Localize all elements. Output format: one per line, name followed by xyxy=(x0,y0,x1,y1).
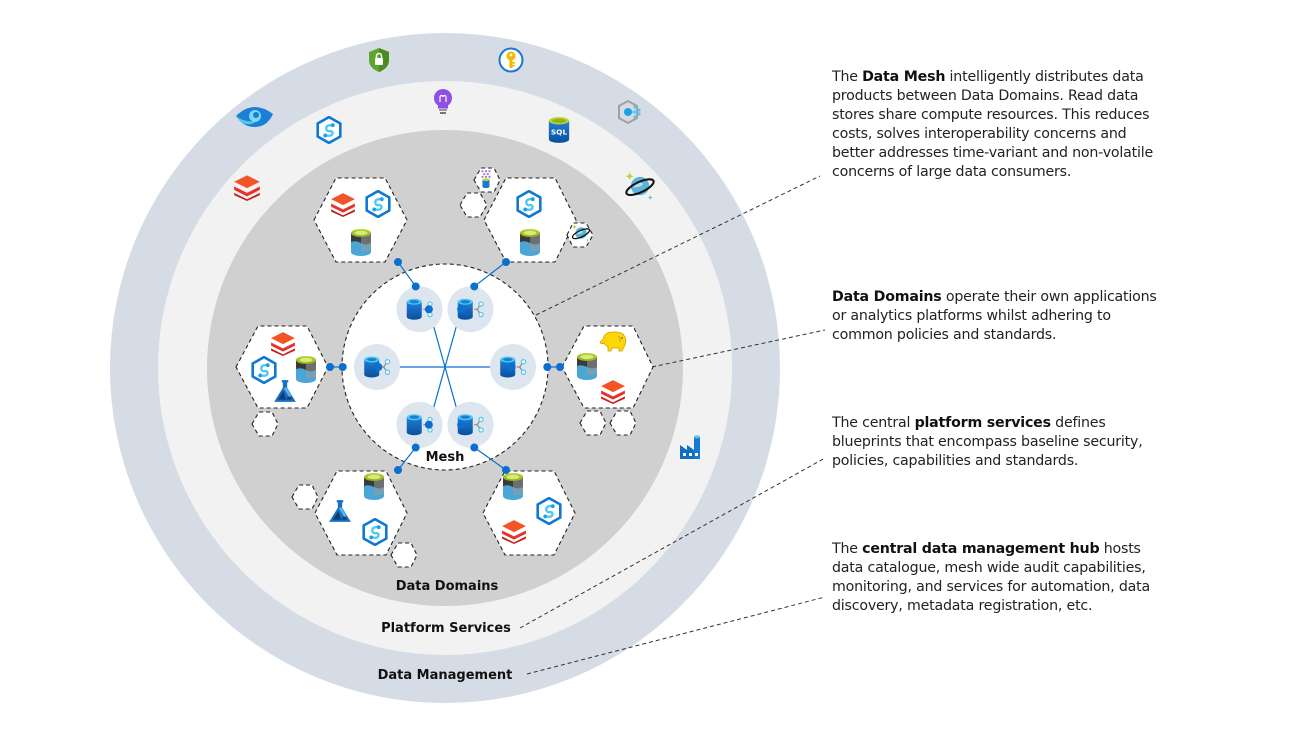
desc-body: defines blueprints that encompass baseli… xyxy=(832,415,1143,469)
leader-line-platform xyxy=(519,457,826,629)
connection-dot xyxy=(411,443,420,452)
connection-dot xyxy=(502,466,510,474)
mesh-nodes xyxy=(326,258,564,474)
connection-dot xyxy=(411,282,420,291)
mesh-domain-link xyxy=(473,447,507,471)
data-lake-storage-icon xyxy=(520,229,540,256)
mesh-domain-link xyxy=(397,447,417,471)
desc-body: operate their own applications or analyt… xyxy=(832,289,1157,343)
azure-synapse-icon xyxy=(316,116,342,144)
description-data-management: The central data management hub hosts da… xyxy=(832,540,1162,616)
data-lake-storage-icon xyxy=(351,229,371,256)
satellite-hex xyxy=(251,411,279,437)
connection-dot xyxy=(507,363,516,371)
connection-dot xyxy=(424,305,433,314)
connection-dot xyxy=(457,305,466,314)
connection-dot xyxy=(470,282,479,291)
satellite-hex xyxy=(609,410,637,436)
connection-dot xyxy=(543,363,552,371)
connection-dot xyxy=(424,420,433,429)
satellite-hex xyxy=(459,192,488,218)
data-lake-storage-icon xyxy=(364,473,384,500)
connection-dot xyxy=(470,443,479,452)
azure-key-vault-icon xyxy=(498,47,524,73)
leader-line-domains xyxy=(651,329,826,368)
satellite-hex xyxy=(579,410,607,436)
data-lake-storage-icon xyxy=(296,356,316,383)
leader-line-management xyxy=(526,596,826,675)
desc-bold: central data management hub xyxy=(862,541,1100,557)
data-management-label: Data Management xyxy=(378,668,513,683)
desc-bold: platform services xyxy=(914,415,1051,431)
data-lake-storage-icon xyxy=(577,353,597,380)
desc-body: intelligently distributes data products … xyxy=(832,69,1154,180)
synapse-icon xyxy=(251,356,277,384)
synapse-icon xyxy=(365,190,391,218)
connection-dot xyxy=(338,363,347,371)
connection-dot xyxy=(394,466,402,474)
connection-dot xyxy=(326,363,334,371)
connection-dot xyxy=(394,258,402,266)
desc-bold: Data Domains xyxy=(832,289,942,305)
connection-dot xyxy=(556,363,564,371)
synapse-icon xyxy=(362,518,388,546)
desc-prefix: The central xyxy=(832,415,915,431)
mesh-domain-link xyxy=(397,261,417,287)
mesh-label: Mesh xyxy=(426,450,465,465)
leader-line-mesh xyxy=(535,175,821,316)
connection-dot xyxy=(502,258,510,266)
desc-prefix: The xyxy=(832,69,863,85)
desc-prefix: The xyxy=(832,541,863,557)
mesh-domain-link xyxy=(473,261,507,287)
platform-services-label: Platform Services xyxy=(381,621,511,636)
connection-dot xyxy=(374,363,383,371)
satellite-hex xyxy=(291,484,319,510)
synapse-icon xyxy=(516,190,542,218)
description-data-mesh: The Data Mesh intelligently distributes … xyxy=(832,68,1162,182)
data-domains-label: Data Domains xyxy=(396,579,499,594)
desc-bold: Data Mesh xyxy=(862,69,946,85)
domain-top-right xyxy=(459,167,594,263)
description-platform-services: The central platform services defines bl… xyxy=(832,414,1162,471)
azure-sql-icon xyxy=(548,117,570,143)
synapse-icon xyxy=(536,497,562,525)
description-data-domains: Data Domains operate their own applicati… xyxy=(832,288,1162,345)
satellite-hex xyxy=(390,542,418,568)
desc-body: hosts data catalogue, mesh wide audit ca… xyxy=(832,541,1151,614)
connection-dot xyxy=(457,420,466,429)
domain-right xyxy=(561,325,654,436)
data-lake-storage-icon xyxy=(503,473,523,500)
